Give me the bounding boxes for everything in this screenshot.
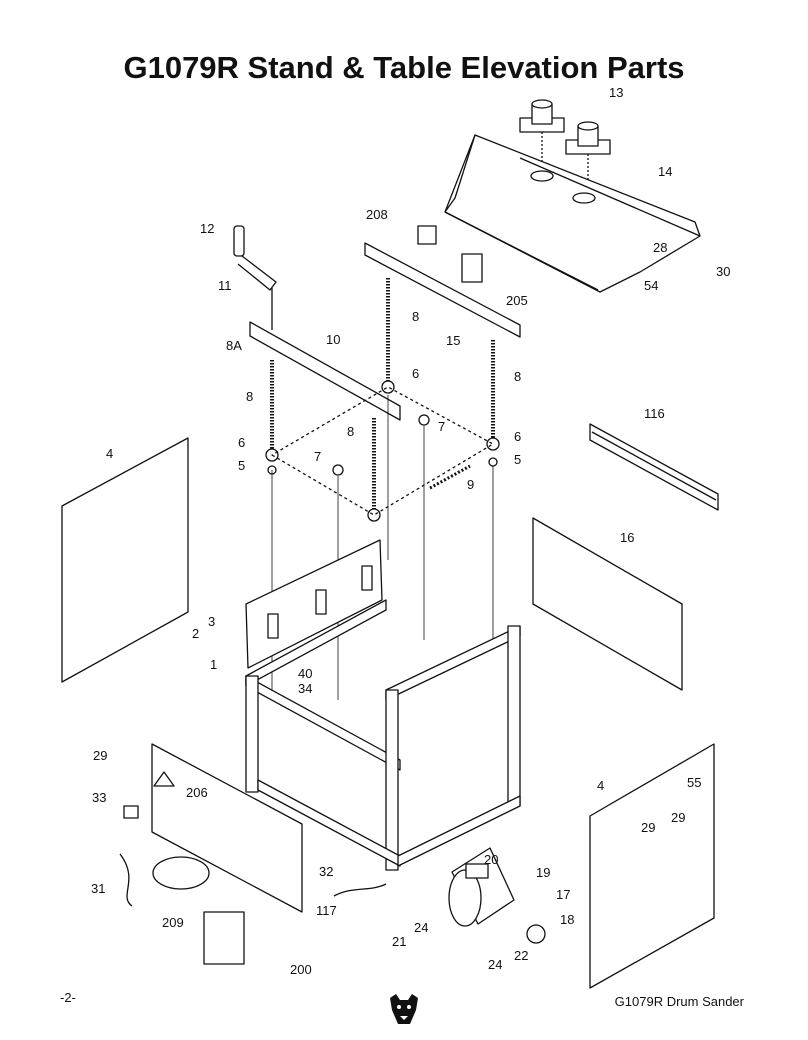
callout-14: 14 xyxy=(658,164,672,179)
rear-beam xyxy=(364,242,521,338)
grizzly-bear-logo-icon xyxy=(390,994,418,1024)
callout-4-left: 4 xyxy=(106,446,113,461)
side-panel-left xyxy=(61,437,189,683)
page-number: -2- xyxy=(60,990,76,1005)
side-panel-right-lower xyxy=(589,743,715,989)
callout-8-left: 8 xyxy=(246,389,253,404)
callout-11: 11 xyxy=(218,278,232,293)
product-name: G1079R Drum Sander xyxy=(614,994,744,1009)
callout-34: 34 xyxy=(298,681,312,696)
callout-7-right: 7 xyxy=(438,419,445,434)
motor-cord-117 xyxy=(333,883,387,897)
callout-22: 22 xyxy=(514,948,528,963)
callout-55: 55 xyxy=(687,775,701,790)
callout-5-left: 5 xyxy=(238,458,245,473)
callout-6-left: 6 xyxy=(238,435,245,450)
callout-18: 18 xyxy=(560,912,574,927)
callout-205: 205 xyxy=(506,293,528,308)
power-cord-31 xyxy=(119,853,133,907)
chain-link-9 xyxy=(429,464,471,490)
callout-29-left: 29 xyxy=(93,748,107,763)
callout-54: 54 xyxy=(644,278,658,293)
callout-7-left: 7 xyxy=(314,449,321,464)
callout-21: 21 xyxy=(392,934,406,949)
crank-handle xyxy=(233,225,277,330)
rail-116 xyxy=(589,423,719,511)
switch-33 xyxy=(123,805,139,819)
frame-brackets xyxy=(267,565,373,639)
callout-30: 30 xyxy=(716,264,730,279)
callout-6-right: 6 xyxy=(514,429,521,444)
dust-port-left xyxy=(519,99,565,133)
callout-15: 15 xyxy=(446,333,460,348)
callout-19: 19 xyxy=(536,865,550,880)
callout-200: 200 xyxy=(290,962,312,977)
callout-206: 206 xyxy=(186,785,208,800)
dust-port-right xyxy=(565,121,611,155)
callout-16: 16 xyxy=(620,530,634,545)
callout-24-bottom: 24 xyxy=(488,957,502,972)
callout-29-panel: 29 xyxy=(641,820,655,835)
callout-17: 17 xyxy=(556,887,570,902)
callout-117: 117 xyxy=(316,903,337,918)
callout-24-top: 24 xyxy=(414,920,428,935)
pulley-18 xyxy=(526,924,546,944)
callout-33: 33 xyxy=(92,790,106,805)
front-panel xyxy=(151,743,303,913)
callout-208: 208 xyxy=(366,207,388,222)
callout-32: 32 xyxy=(319,864,333,879)
callout-labels: 13 14 208 12 28 30 54 205 11 8 8A 10 15 … xyxy=(91,85,730,977)
drum-cover xyxy=(444,134,701,293)
page-title: G1079R Stand & Table Elevation Parts xyxy=(123,50,685,85)
label-200 xyxy=(203,911,245,965)
callout-28: 28 xyxy=(653,240,667,255)
callout-4-right: 4 xyxy=(597,778,604,793)
label-208 xyxy=(417,225,437,245)
stand-frame xyxy=(245,539,521,871)
sprockets xyxy=(265,380,500,522)
callout-29-right: 29 xyxy=(671,810,685,825)
callout-2: 2 xyxy=(192,626,199,641)
motor xyxy=(448,847,515,927)
callout-8-mid: 8 xyxy=(347,424,354,439)
callout-116: 116 xyxy=(644,406,665,421)
callout-5-right: 5 xyxy=(514,452,521,467)
warning-label-206 xyxy=(153,771,175,787)
callout-3: 3 xyxy=(208,614,215,629)
callout-6-top: 6 xyxy=(412,366,419,381)
callout-1: 1 xyxy=(210,657,217,672)
lead-screws xyxy=(270,278,495,510)
front-beam xyxy=(249,321,401,421)
callout-8A: 8A xyxy=(226,338,242,353)
callout-12: 12 xyxy=(200,221,214,236)
side-panel-right xyxy=(532,517,683,691)
callout-31: 31 xyxy=(91,881,105,896)
callout-9: 9 xyxy=(467,477,474,492)
callout-20: 20 xyxy=(484,852,498,867)
callout-10: 10 xyxy=(326,332,340,347)
callout-13: 13 xyxy=(609,85,623,100)
label-205 xyxy=(461,253,483,283)
callout-8-top: 8 xyxy=(412,309,419,324)
chain xyxy=(271,386,494,516)
nameplate-209 xyxy=(152,856,210,890)
callout-209: 209 xyxy=(162,915,184,930)
callout-40: 40 xyxy=(298,666,312,681)
callout-8-right: 8 xyxy=(514,369,521,384)
